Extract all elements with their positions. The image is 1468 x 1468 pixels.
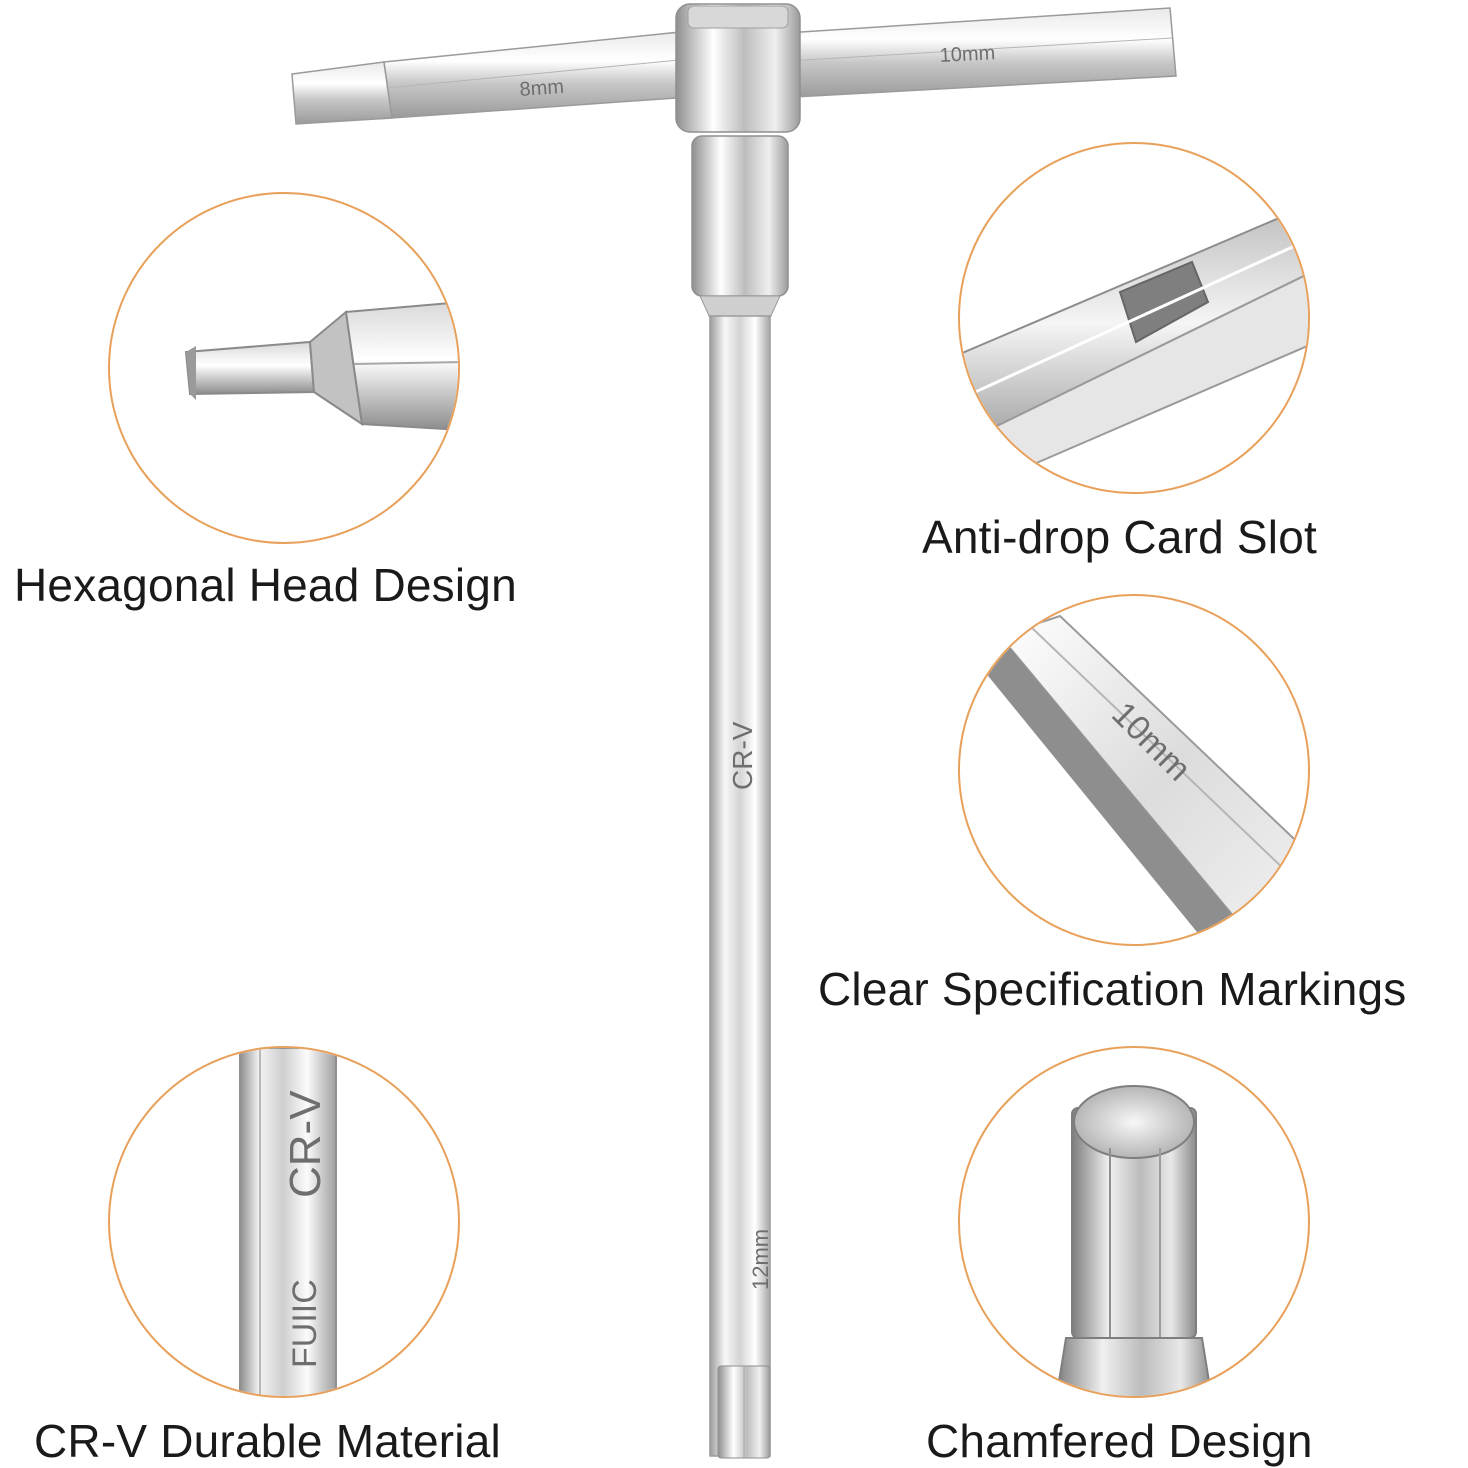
marking-closeup-circle: 10mm: [958, 594, 1310, 946]
left-handle-bar: 8mm: [291, 29, 705, 125]
feature-caption-chamfered: Chamfered Design: [926, 1415, 1313, 1467]
crv-material-closeup-circle: CR-V FUIIC: [108, 1046, 460, 1398]
shaft-material-marking: CR-V: [727, 721, 758, 790]
feature-caption-anti-drop-slot: Anti-drop Card Slot: [922, 511, 1317, 563]
sliding-head: [675, 3, 801, 133]
crv-shaft-closeup-icon: CR-V FUIIC: [239, 1048, 337, 1396]
crv-material-text: CR-V: [281, 1090, 330, 1198]
right-handle-bar: 10mm: [769, 7, 1177, 99]
feature-caption-crv-material: CR-V Durable Material: [34, 1415, 501, 1467]
feature-caption-hexagonal-head: Hexagonal Head Design: [14, 559, 517, 611]
feature-caption-spec-markings: Clear Specification Markings: [818, 963, 1407, 1015]
card-slot-closeup-icon: [960, 204, 1308, 492]
marking-closeup-icon: 10mm: [980, 614, 1308, 944]
shaft-size-marking: 12mm: [748, 1229, 773, 1290]
hex-tip-closeup-icon: [184, 301, 458, 431]
left-bar-marking: 8mm: [519, 76, 565, 101]
card-slot-closeup-circle: [958, 142, 1310, 494]
chamfered-tip-closeup-icon: [1055, 1085, 1213, 1396]
crv-brand-text: FUIIC: [286, 1279, 324, 1368]
hex-head-closeup-circle: [108, 192, 460, 544]
wrench-shaft: CR-V 12mm: [709, 315, 773, 1459]
right-bar-marking: 10mm: [939, 42, 996, 67]
chamfer-closeup-circle: [958, 1046, 1310, 1398]
shaft-collar: [691, 135, 789, 297]
